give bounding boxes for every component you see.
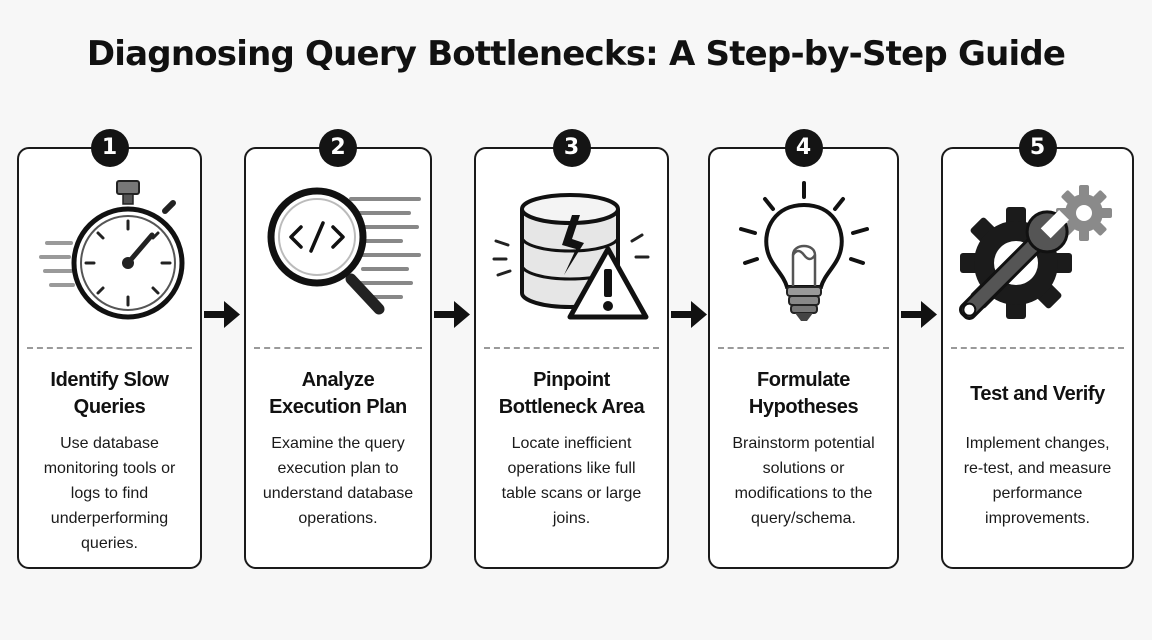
step-card-2: 2 Analyze Execution Plan Exam	[244, 129, 432, 569]
step-heading: Analyze Execution Plan	[269, 369, 407, 418]
step-card-1: 1	[17, 129, 202, 569]
arrow-right-icon	[669, 298, 709, 330]
page-title: Diagnosing Query Bottlenecks: A Step-by-…	[86, 34, 1066, 74]
step-number-badge: 4	[784, 129, 823, 167]
step-heading: Test and Verify	[970, 383, 1105, 405]
card-divider	[254, 347, 422, 349]
card-divider	[718, 347, 889, 349]
card-divider	[951, 347, 1124, 349]
magnifying-glass-code-icon	[246, 171, 430, 341]
step-number-badge: 3	[552, 129, 591, 167]
cracked-database-warning-icon	[476, 171, 667, 341]
step-heading: Pinpoint Bottleneck Area	[498, 369, 645, 418]
step-description: Brainstorm potential solutions or modifi…	[732, 435, 875, 527]
step-number-badge: 1	[90, 129, 129, 167]
step-description: Locate inefficient operations like full …	[501, 435, 642, 527]
arrow-right-icon	[899, 298, 939, 330]
step-description: Implement changes, re-test, and measure …	[963, 435, 1112, 527]
stopwatch-icon	[19, 171, 200, 341]
step-card-3: 3 Pinpoint Bottleneck Area Locate ineffi…	[474, 129, 669, 569]
step-card-4: 4 Formulate Hypotheses Brainstorm potent…	[708, 129, 899, 569]
card-divider	[27, 347, 192, 349]
step-number-badge: 2	[319, 129, 357, 167]
card-divider	[484, 347, 659, 349]
lightbulb-icon	[710, 171, 897, 341]
step-description: Examine the query execution plan to unde…	[262, 435, 414, 527]
arrow-right-icon	[202, 298, 242, 330]
gear-wrench-icon	[943, 171, 1132, 341]
step-number-badge: 5	[1018, 129, 1057, 167]
step-heading: Formulate Hypotheses	[748, 369, 859, 418]
step-heading: Identify Slow Queries	[50, 369, 169, 418]
step-description: Use database monitoring tools or logs to…	[43, 435, 176, 552]
arrow-right-icon	[432, 298, 472, 330]
step-card-5: 5	[941, 129, 1134, 569]
